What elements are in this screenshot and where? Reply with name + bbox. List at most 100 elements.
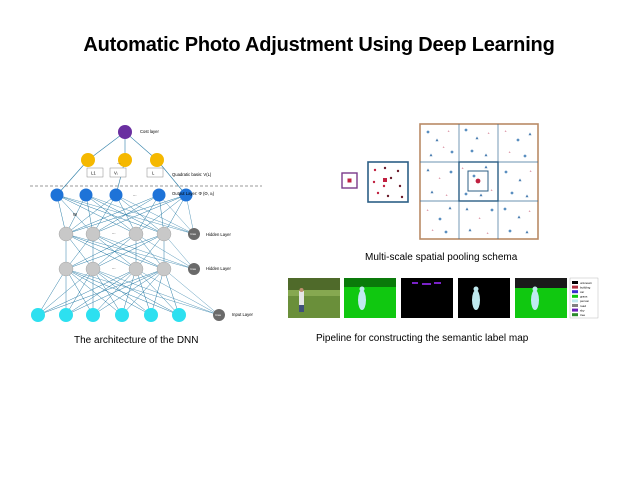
page-title: Automatic Photo Adjustment Using Deep Le… bbox=[83, 34, 555, 56]
bias-node bbox=[188, 228, 200, 240]
pool-point bbox=[525, 194, 529, 198]
output-node bbox=[50, 188, 64, 202]
legend-swatch bbox=[572, 299, 578, 303]
pool-point: + bbox=[443, 145, 446, 150]
legend-swatch bbox=[572, 294, 578, 298]
dnn-edge bbox=[65, 268, 220, 316]
dnn-edge bbox=[56, 194, 94, 235]
bias-label: bias bbox=[191, 232, 197, 236]
pool-point bbox=[490, 208, 494, 212]
output-layer-label: Output Layer: Φ (Θ, xᵢ) bbox=[172, 191, 215, 196]
pool-point bbox=[464, 128, 468, 132]
pool-point bbox=[383, 166, 387, 170]
hidden-node bbox=[128, 226, 144, 242]
dnn-edge bbox=[37, 268, 94, 316]
dnn-edge bbox=[92, 194, 117, 235]
pool-point bbox=[426, 130, 430, 134]
bias-label: bias bbox=[191, 267, 197, 271]
label-v1: Vᵢ bbox=[114, 171, 118, 176]
dots-blue: ... bbox=[133, 192, 137, 197]
legend-label: car bbox=[580, 290, 584, 294]
input-node bbox=[115, 308, 129, 322]
bias-node bbox=[188, 263, 200, 275]
dnn-edge bbox=[65, 233, 195, 270]
hidden-node bbox=[85, 226, 101, 242]
caption-dnn: The architecture of the DNN bbox=[74, 335, 199, 346]
dnn-edge bbox=[65, 268, 137, 316]
output-node bbox=[109, 188, 123, 202]
output-node bbox=[79, 188, 93, 202]
pool-point: + bbox=[505, 129, 508, 134]
caption-pipeline: Pipeline for constructing the semantic l… bbox=[316, 333, 529, 344]
pool-scale-3-dots: +++++++++++++++ bbox=[426, 128, 533, 236]
input-node bbox=[144, 308, 158, 322]
pool-point bbox=[386, 194, 390, 198]
pool-point bbox=[429, 153, 433, 157]
bias-label: bias bbox=[216, 313, 222, 317]
pool-point: + bbox=[488, 131, 491, 136]
pool-point: + bbox=[439, 176, 442, 181]
dnn-edge bbox=[185, 194, 195, 235]
pool-center-point bbox=[475, 178, 481, 184]
pool-point bbox=[464, 192, 468, 196]
pool-point bbox=[484, 165, 488, 169]
dnn-edge bbox=[135, 233, 195, 270]
dnn-edge bbox=[37, 268, 67, 316]
legend-label: grass bbox=[580, 295, 588, 299]
dnn-edge bbox=[65, 233, 165, 270]
dnn-edge bbox=[92, 268, 137, 316]
input-node bbox=[31, 308, 45, 322]
basis-box-2 bbox=[109, 167, 127, 178]
pool-point bbox=[389, 176, 393, 180]
pool-point: + bbox=[529, 209, 532, 214]
pool-point bbox=[503, 207, 507, 211]
pool-point bbox=[382, 184, 386, 188]
pool-point bbox=[398, 184, 402, 188]
dnn-edge bbox=[65, 268, 123, 316]
bias-node bbox=[213, 309, 225, 321]
pool-point: + bbox=[432, 228, 435, 233]
legend-label: tree bbox=[580, 313, 586, 317]
output-node bbox=[152, 188, 166, 202]
dnn-nodes: bias bias bias bbox=[31, 125, 225, 322]
hidden-node bbox=[58, 226, 74, 242]
label-l1: L1 bbox=[91, 171, 96, 176]
pool-point: + bbox=[446, 193, 449, 198]
dnn-edge bbox=[163, 268, 180, 316]
dnn-edge bbox=[65, 194, 117, 235]
legend-swatch bbox=[572, 308, 578, 312]
pool-point: + bbox=[491, 188, 494, 193]
dnn-edge bbox=[163, 233, 195, 270]
pool-point bbox=[450, 150, 454, 154]
legend-swatch bbox=[572, 285, 578, 289]
dnn-edge bbox=[92, 233, 195, 270]
dnn-edge bbox=[121, 268, 137, 316]
dnn-edge bbox=[124, 131, 158, 161]
pool-point: + bbox=[530, 169, 533, 174]
dnn-edge bbox=[158, 194, 195, 235]
dnn-edge bbox=[56, 194, 165, 235]
dnn-edge bbox=[87, 131, 126, 161]
input-node bbox=[59, 308, 73, 322]
pool-center-marker bbox=[383, 178, 387, 182]
label-vn: L bbox=[152, 171, 155, 176]
pool-point: + bbox=[479, 216, 482, 221]
quadratic-node bbox=[81, 153, 95, 167]
basis-box-3 bbox=[146, 167, 164, 178]
pool-point: + bbox=[448, 129, 451, 134]
pool-scale-3-grid bbox=[420, 124, 538, 239]
pool-point bbox=[435, 138, 439, 142]
pool-point bbox=[373, 168, 377, 172]
dnn-edge bbox=[135, 268, 220, 316]
hidden-node bbox=[156, 226, 172, 242]
input-node bbox=[172, 308, 186, 322]
pool-point bbox=[468, 228, 472, 232]
pool-point bbox=[517, 215, 521, 219]
pool-point: + bbox=[427, 208, 430, 213]
hidden-layer-2-label: Hidden Layer bbox=[206, 266, 232, 271]
dnn-edge bbox=[65, 268, 94, 316]
dnn-edge bbox=[56, 194, 195, 235]
input-node bbox=[86, 308, 100, 322]
quadratic-node bbox=[150, 153, 164, 167]
